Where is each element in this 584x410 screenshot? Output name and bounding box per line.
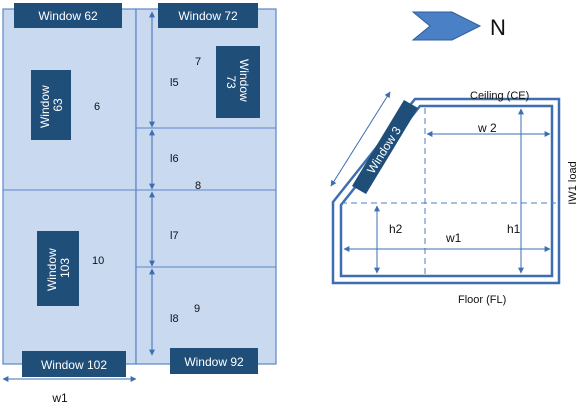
window-73: Window 73	[216, 46, 260, 118]
section-w1-label: w1	[445, 231, 462, 245]
north-arrow-icon	[411, 11, 482, 41]
window-103-label-line2: 103	[58, 258, 72, 278]
section-number-6: 6	[94, 101, 100, 113]
window-72-label: Window 72	[178, 9, 238, 23]
section-view: Window 3 Ceiling (CE) Floor (FL) IW1 loa…	[330, 90, 579, 306]
section-number-8: 8	[195, 180, 201, 192]
window-62: Window 62	[14, 3, 122, 28]
window-73-label-line2: 73	[224, 75, 238, 89]
window-92: Window 92	[170, 348, 258, 374]
section-number-9: 9	[194, 303, 200, 315]
window-92-label: Window 92	[184, 355, 244, 369]
section-number-10: 10	[92, 255, 104, 267]
section-h2-label: h2	[389, 222, 403, 236]
window-73-label-line1: Window	[237, 59, 251, 102]
window-63-label-line1: Window	[38, 85, 52, 128]
length-label-l7: l7	[170, 230, 179, 242]
window-3: Window 3	[352, 100, 418, 194]
section-number-7: 7	[195, 56, 201, 68]
window-62-label: Window 62	[38, 9, 98, 23]
section-w2-label: w 2	[477, 121, 497, 135]
north-label: N	[490, 15, 506, 40]
window-72: Window 72	[158, 3, 258, 28]
window-63-label: Window 63	[38, 82, 65, 128]
window-102-label: Window 102	[41, 358, 107, 372]
plan-panel-left	[2, 8, 137, 365]
window-103: Window 103	[37, 231, 79, 306]
window-63-label-line2: 63	[51, 98, 65, 112]
north-compass: N	[411, 11, 506, 41]
window-3-label: Window 3	[364, 124, 404, 176]
window-102: Window 102	[22, 351, 126, 377]
window-63: Window 63	[31, 70, 71, 140]
length-label-l6: l6	[170, 153, 179, 165]
plan-w1-label: w1	[51, 391, 68, 405]
floor-label: Floor (FL)	[458, 294, 506, 306]
length-label-l8: l8	[170, 313, 179, 325]
length-label-l5: l5	[170, 77, 179, 89]
section-h1-label: h1	[507, 222, 521, 236]
floor-plan: Window 62 Window 72 Window 63 Window 73 …	[2, 3, 277, 405]
window-73-label: Window 73	[224, 59, 251, 105]
ceiling-label: Ceiling (CE)	[470, 90, 529, 102]
window-103-label: Window 103	[45, 245, 72, 291]
iw1-load-label: IW1 load	[567, 161, 579, 204]
window-103-label-line1: Window	[45, 248, 59, 291]
section-wall-inner	[339, 104, 554, 278]
dim-line-window-3	[330, 91, 391, 187]
